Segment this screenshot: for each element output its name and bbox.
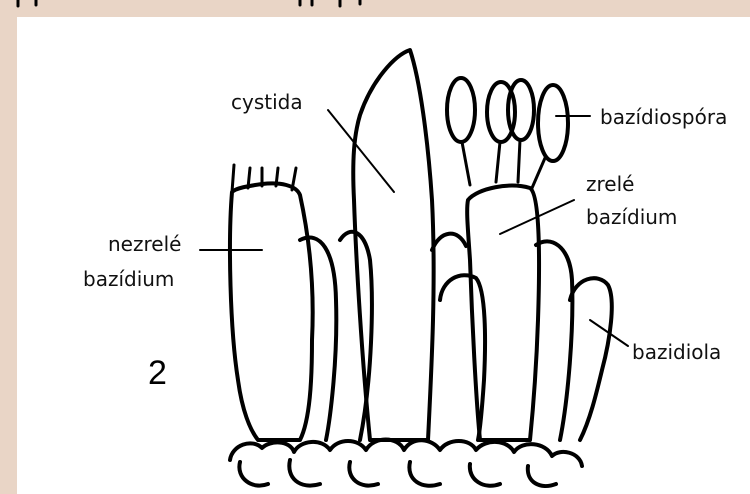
leader-cystida — [328, 110, 394, 192]
label-bazidium-mature: bazídium — [586, 206, 677, 228]
bazidiola-shape — [570, 278, 612, 440]
immature-basidium-shape — [230, 183, 313, 440]
label-zrele: zrelé — [586, 173, 634, 195]
label-cystida: cystida — [231, 91, 303, 113]
sterigmata-mature — [462, 140, 545, 188]
basidiospore-3 — [508, 80, 534, 140]
neighbor-cell-mid — [432, 234, 572, 440]
label-bazidium-immature: bazídium — [83, 268, 174, 290]
basidiospore-4 — [538, 85, 568, 161]
figure-number: 2 — [148, 354, 167, 393]
label-bazidiola: bazidiola — [632, 341, 721, 363]
label-bazidiospora: bazídiospóra — [600, 106, 727, 128]
neighbor-cell-left — [300, 238, 336, 441]
label-nezrele: nezrelé — [108, 233, 181, 255]
top-cropped-text-strip — [0, 0, 750, 8]
mature-basidium-shape — [467, 186, 539, 440]
basidiospore-1 — [447, 78, 475, 142]
basal-cells — [230, 440, 582, 486]
